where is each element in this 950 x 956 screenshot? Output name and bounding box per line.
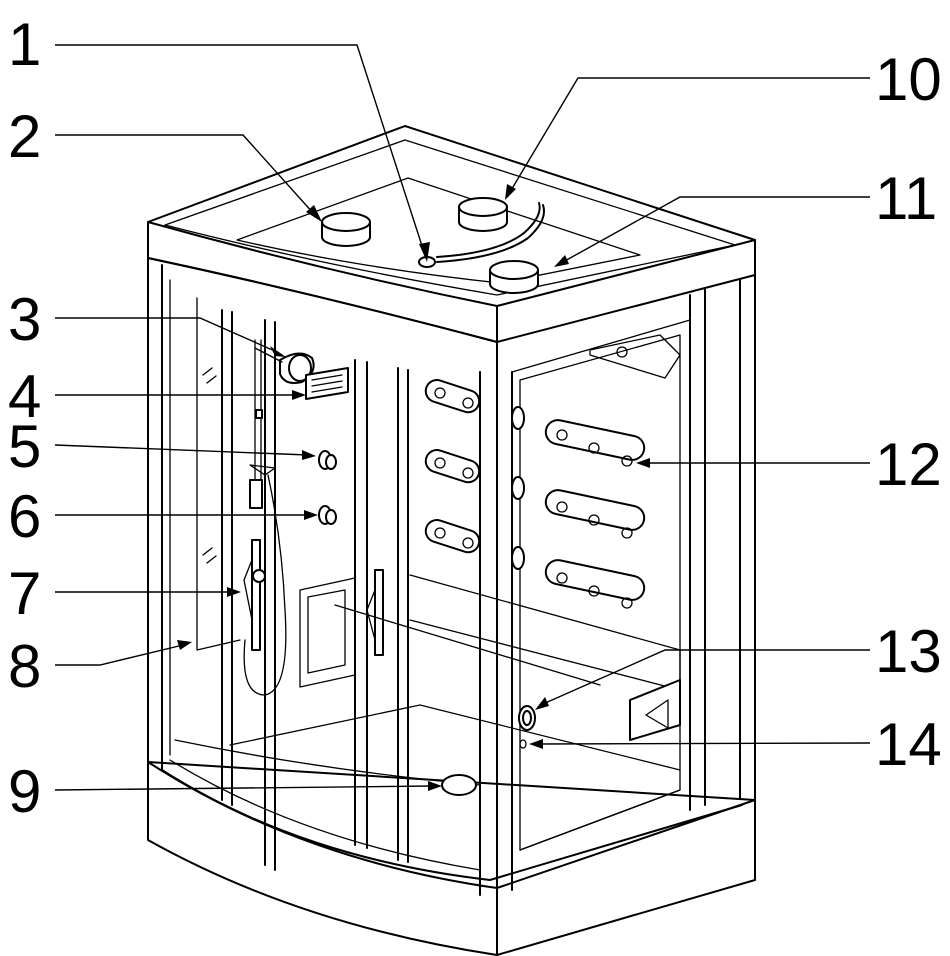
seat-niche	[299, 577, 356, 688]
callout-numbers: 1 2 3 4 5 6 7 8 9 10 11 12 13 14	[8, 11, 942, 825]
callout-10: 10	[875, 46, 942, 113]
drain-small	[519, 739, 527, 749]
door-handle-center	[366, 569, 384, 656]
callout-9: 9	[8, 758, 41, 825]
side-jets-right	[544, 419, 646, 609]
floor-drain	[441, 774, 477, 796]
roof	[147, 125, 756, 343]
callout-4: 4	[8, 363, 41, 430]
callout-11: 11	[875, 165, 937, 232]
shower-rail	[249, 339, 276, 509]
control-panel-display	[305, 367, 349, 400]
roof-speaker	[321, 212, 371, 247]
top-shower-hose	[418, 202, 545, 268]
foot-massage-valve	[518, 705, 536, 731]
back-jets-left	[424, 379, 481, 554]
seat-bench	[334, 574, 681, 741]
back-jets-knobs	[511, 406, 525, 570]
callout-12: 12	[875, 431, 942, 498]
callout-14: 14	[875, 711, 942, 778]
callout-2: 2	[8, 103, 41, 170]
callout-7: 7	[8, 560, 41, 627]
callout-8: 8	[8, 633, 41, 700]
callout-5: 5	[8, 413, 41, 480]
overhead-shower-head	[254, 347, 315, 384]
left-glass-mirror	[202, 367, 217, 564]
rear-corner-light	[589, 334, 681, 379]
knob-6	[318, 505, 337, 525]
callout-6: 6	[8, 483, 41, 550]
knob-5	[318, 450, 337, 470]
cabin-frame	[147, 249, 756, 956]
callout-3: 3	[8, 286, 41, 353]
leader-lines	[54, 44, 871, 791]
callout-1: 1	[8, 11, 41, 78]
base-tray	[147, 761, 756, 956]
door-handle-left	[243, 539, 266, 651]
roof-lamp	[489, 260, 539, 294]
callout-13: 13	[875, 618, 942, 685]
hand-shower-hose	[243, 474, 287, 696]
roof-fan	[458, 197, 508, 232]
